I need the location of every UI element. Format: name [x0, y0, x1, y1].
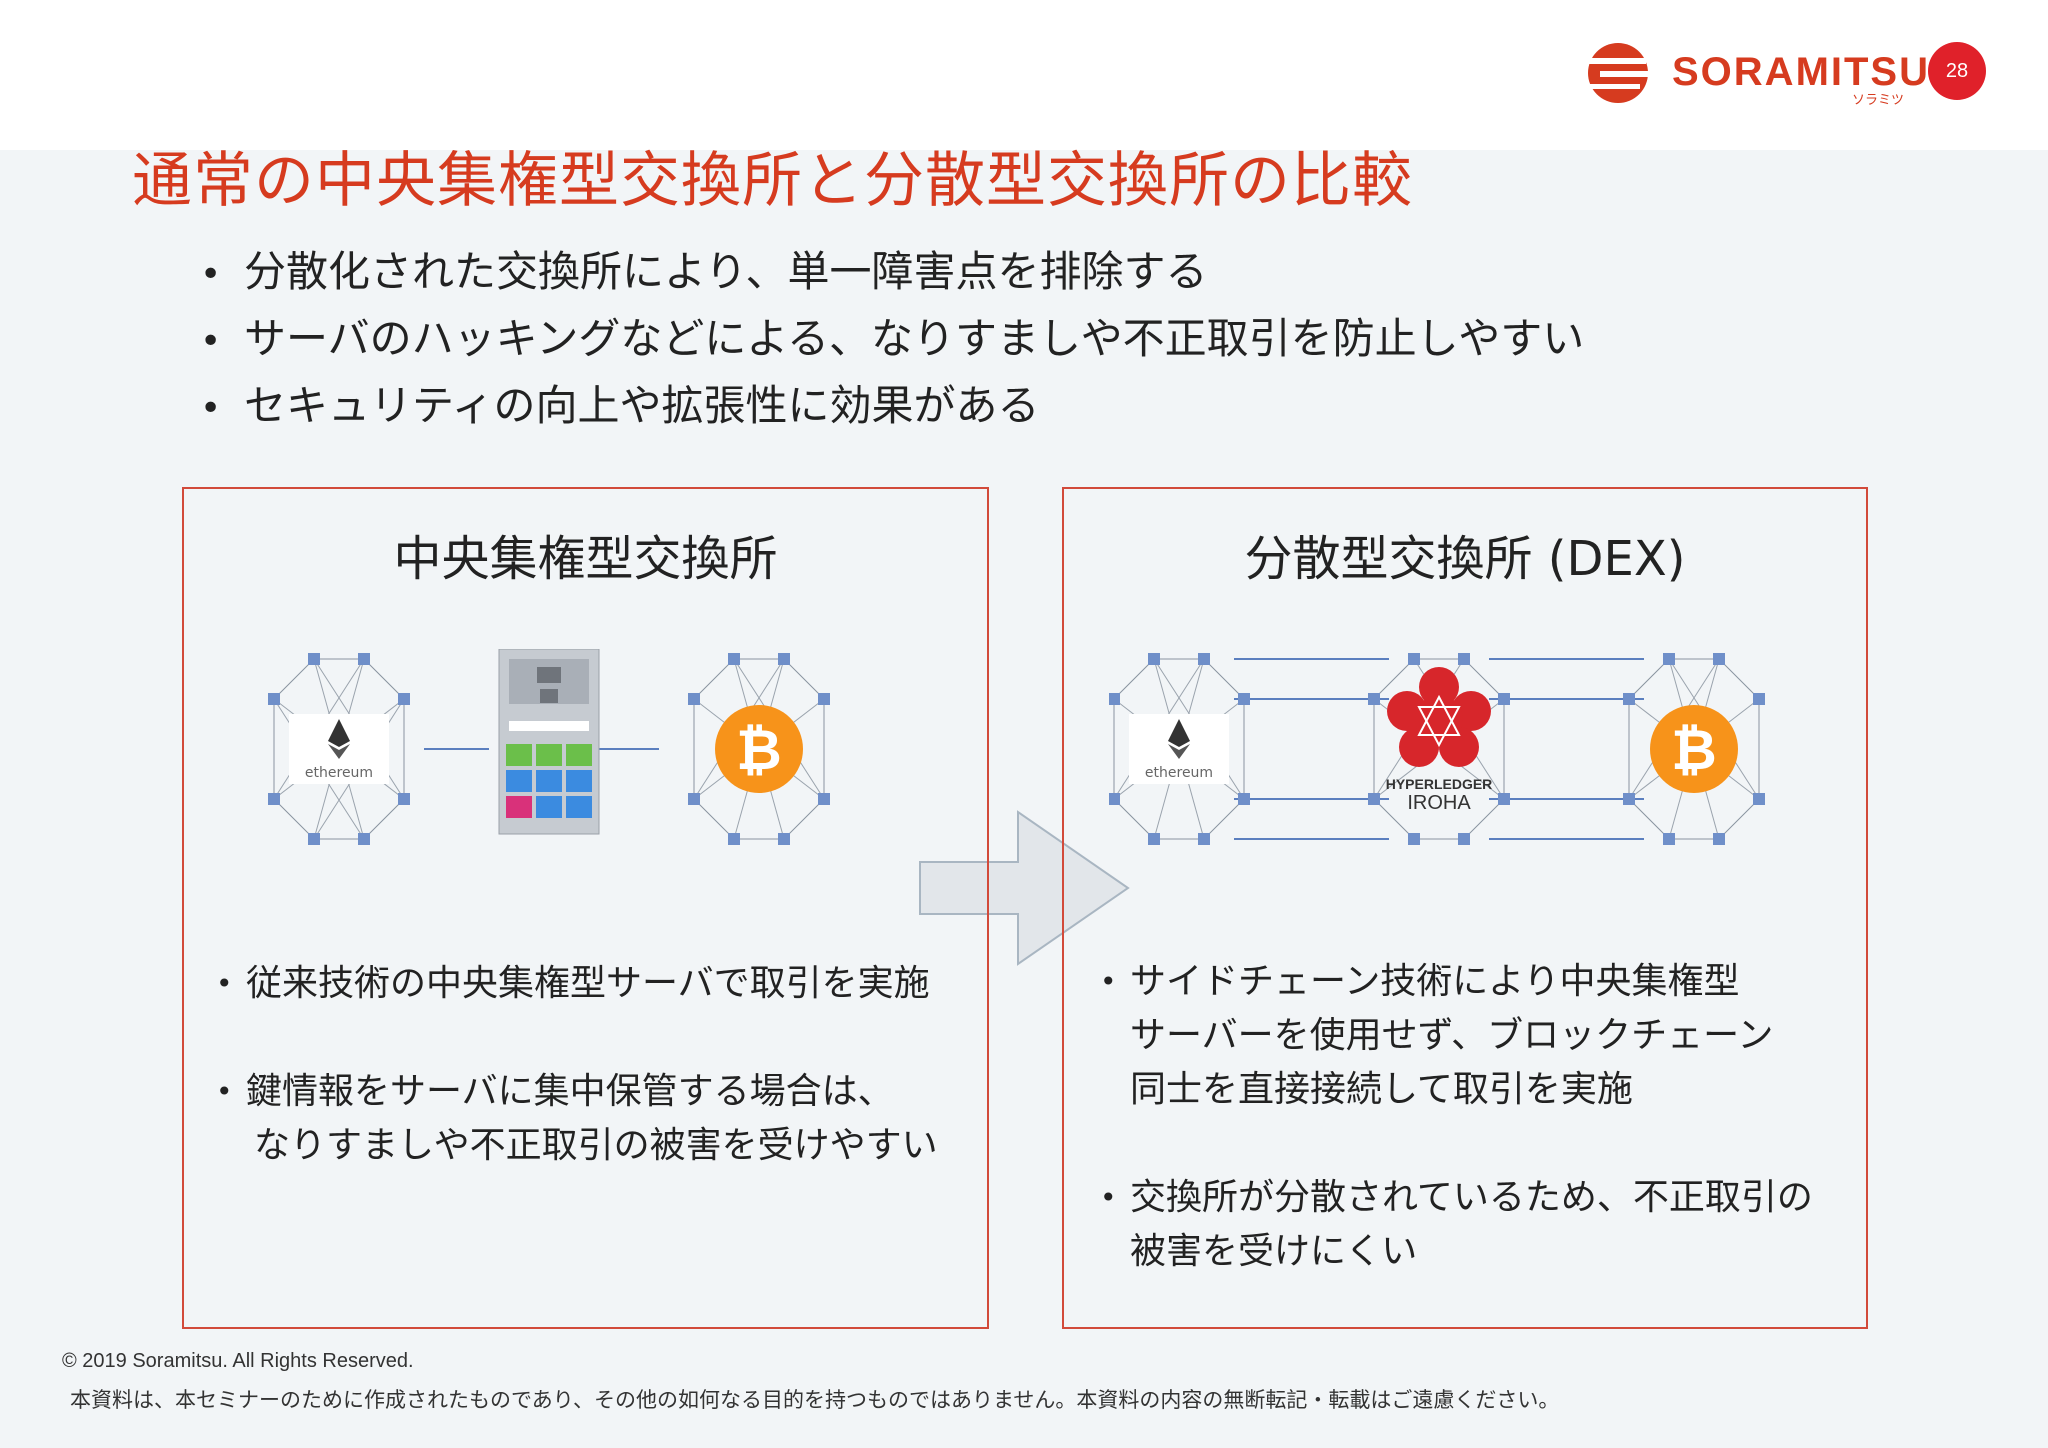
- panel-title: 中央集権型交換所: [393, 531, 778, 587]
- detail-line: サイドチェーン技術により中央集権型: [1130, 961, 1740, 1002]
- detail-line: 同士を直接接続して取引を実施: [1130, 1069, 1633, 1110]
- logo-subtext: ソラミツ: [1852, 93, 1905, 108]
- summary-bullet: セキュリティの向上や拡張性に効果がある: [200, 374, 1584, 441]
- bitcoin-symbol: ₿: [736, 718, 782, 783]
- iroha-sakura-icon: [1387, 667, 1491, 767]
- panel-title: 分散型交換所 (DEX): [1244, 531, 1686, 587]
- dex-diagram: ethereum HYPERLEDGER IROHA: [1109, 653, 1765, 845]
- exchange-server-icon: [498, 649, 600, 835]
- detail-item: サイドチェーン技術により中央集権型 サーバーを使用せず、ブロックチェーン 同士を…: [1100, 955, 1813, 1117]
- detail-line: 交換所が分散されているため、不正取引の: [1130, 1177, 1813, 1218]
- summary-bullet: 分散化された交換所により、単一障害点を排除する: [200, 240, 1584, 307]
- detail-line: なりすましや不正取引の被害を受けやすい: [254, 1125, 938, 1166]
- centralized-exchange-panel: 中央集権型交換所 ethereum: [182, 487, 989, 1329]
- dex-panel: 分散型交換所 (DEX) ethereum: [1062, 487, 1868, 1329]
- iroha-label-top: HYPERLEDGER: [1386, 776, 1493, 792]
- iroha-label-bottom: IROHA: [1407, 792, 1471, 814]
- page-title: 通常の中央集権型交換所と分散型交換所の比較: [132, 146, 1413, 217]
- copyright-text: © 2019 Soramitsu. All Rights Reserved.: [62, 1350, 414, 1372]
- soramitsu-logo-icon: [1586, 43, 1656, 103]
- detail-item: 従来技術の中央集権型サーバで取引を実施: [216, 957, 938, 1011]
- detail-line: サーバーを使用せず、ブロックチェーン: [1130, 1015, 1774, 1056]
- summary-bullet: サーバのハッキングなどによる、なりすましや不正取引を防止しやすい: [200, 307, 1584, 374]
- detail-item: 交換所が分散されているため、不正取引の 被害を受けにくい: [1100, 1171, 1813, 1279]
- detail-item: 鍵情報をサーバに集中保管する場合は、 なりすましや不正取引の被害を受けやすい: [216, 1065, 938, 1173]
- logo-text: SORAMITSU: [1672, 50, 1930, 94]
- detail-line: 鍵情報をサーバに集中保管する場合は、: [246, 1071, 894, 1112]
- dex-details: サイドチェーン技術により中央集権型 サーバーを使用せず、ブロックチェーン 同士を…: [1100, 955, 1813, 1333]
- bitcoin-symbol: ₿: [1671, 718, 1717, 783]
- centralized-exchange-diagram: ethereum ₿: [268, 649, 830, 845]
- detail-line: 被害を受けにくい: [1130, 1231, 1418, 1272]
- ethereum-label: ethereum: [305, 765, 373, 781]
- detail-line: 従来技術の中央集権型サーバで取引を実施: [246, 963, 930, 1004]
- summary-bullets: 分散化された交換所により、単一障害点を排除する サーバのハッキングなどによる、な…: [200, 240, 1584, 441]
- ethereum-label: ethereum: [1145, 765, 1213, 781]
- disclaimer-text: 本資料は、本セミナーのために作成されたものであり、その他の如何なる目的を持つもの…: [70, 1388, 1560, 1412]
- arrow-right-icon: [919, 810, 1130, 966]
- page-number-badge: 28: [1928, 42, 1986, 100]
- centralized-details: 従来技術の中央集権型サーバで取引を実施 鍵情報をサーバに集中保管する場合は、 な…: [216, 957, 938, 1227]
